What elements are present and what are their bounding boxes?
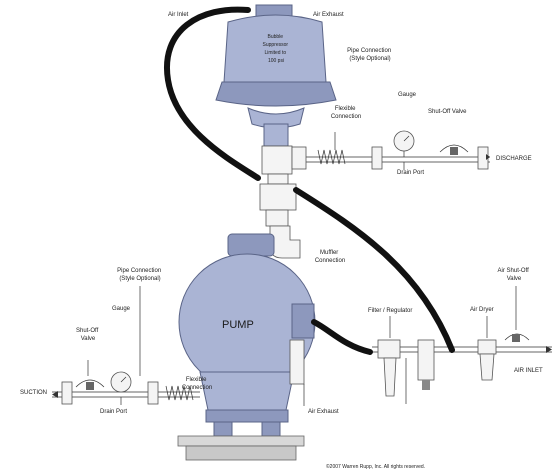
pump-label: PUMP xyxy=(222,319,254,331)
suction-label: SUCTION xyxy=(20,390,47,396)
pump-exhaust xyxy=(290,340,304,406)
shutoff-valve-left-label: Shut-Off Valve xyxy=(76,328,100,342)
air-shutoff-valve-label: Air Shut-Off Valve xyxy=(498,268,531,282)
air-inlet-label: AIR INLET xyxy=(514,368,543,374)
discharge-label: DISCHARGE xyxy=(496,156,532,162)
flexible-connection-top-label: Flexible Connection xyxy=(331,106,361,120)
copyright-text: ©2007 Warren Rupp, Inc. All rights reser… xyxy=(326,463,425,470)
air-hose-pump xyxy=(314,322,370,352)
gauge-left xyxy=(111,372,131,392)
air-shutoff-valve xyxy=(505,286,529,342)
pipe-connection-left-label: Pipe Connection (Style Optional) xyxy=(117,268,163,282)
discharge-line xyxy=(292,131,490,170)
air-supply-line xyxy=(372,286,552,404)
shutoff-valve-left xyxy=(76,380,104,390)
suction-line xyxy=(52,286,200,405)
air-dryer-label: Air Dryer xyxy=(470,307,494,313)
drain-port-bottom-label: Drain Port xyxy=(100,409,127,415)
drain-port-top-label: Drain Port xyxy=(397,170,424,176)
air-dryer xyxy=(478,316,496,380)
gauge-top-label: Gauge xyxy=(398,92,417,98)
gauge-top xyxy=(394,131,414,157)
pipe-connection-top-label: Pipe Connection (Style Optional) xyxy=(347,48,393,62)
filter-regulator-label: Filter / Regulator xyxy=(368,308,412,314)
shutoff-valve-top xyxy=(440,145,468,155)
muffler-connection-label: Muffler Connection xyxy=(315,250,345,264)
shutoff-valve-top-label: Shut-Off Valve xyxy=(428,109,467,115)
bubble-suppressor xyxy=(216,5,336,146)
air-exhaust-top-label: Air Exhaust xyxy=(313,12,344,18)
air-exhaust-bottom-label: Air Exhaust xyxy=(308,409,339,415)
air-inlet-top-label: Air Inlet xyxy=(168,12,189,18)
gauge-left-label: Gauge xyxy=(112,306,131,312)
